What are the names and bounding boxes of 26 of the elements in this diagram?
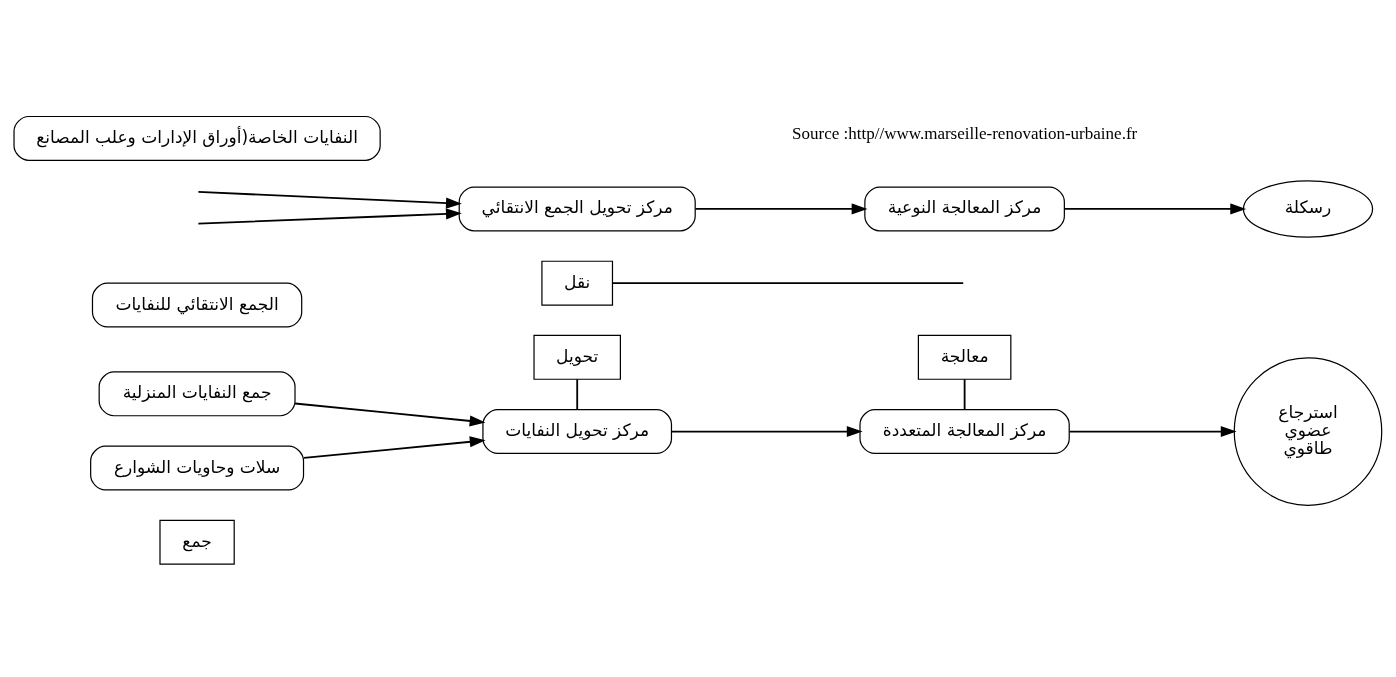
node-box: سلات وحاويات الشوارع xyxy=(90,445,305,491)
node-ellipse: رسكلة xyxy=(1242,180,1374,238)
node-box: تحويل xyxy=(533,334,621,380)
node-box: مركز تحويل الجمع الانتقائي xyxy=(458,186,696,232)
node-box: النفايات الخاصة(أوراق الإدارات وعلب المصانع xyxy=(13,115,381,161)
node-box: مركز المعالجة النوعية xyxy=(864,186,1065,232)
node-box: جمع النفايات المنزلية xyxy=(98,371,296,417)
node-box: معالجة xyxy=(917,334,1012,380)
node-box: مركز المعالجة المتعددة xyxy=(859,409,1070,455)
label: Source :http//www.marseille-renovation-urbaine.fr xyxy=(791,124,1138,144)
node-box: نقل xyxy=(541,260,614,306)
node-box: الجمع الانتقائي للنفايات xyxy=(91,282,303,328)
node-circle: استرجاع عضوي طاقوي xyxy=(1233,357,1383,506)
node-box: جمع xyxy=(159,519,235,565)
arrow xyxy=(1063,203,1247,215)
arrow xyxy=(197,208,462,225)
connector xyxy=(611,282,965,285)
arrow xyxy=(694,203,868,215)
arrow xyxy=(1068,426,1237,438)
connector xyxy=(576,378,579,411)
arrow xyxy=(197,191,462,209)
arrow xyxy=(294,402,486,427)
arrow xyxy=(303,436,486,459)
connector xyxy=(963,378,966,411)
arrow xyxy=(670,426,863,438)
node-box: مركز تحويل النفايات xyxy=(482,409,673,455)
